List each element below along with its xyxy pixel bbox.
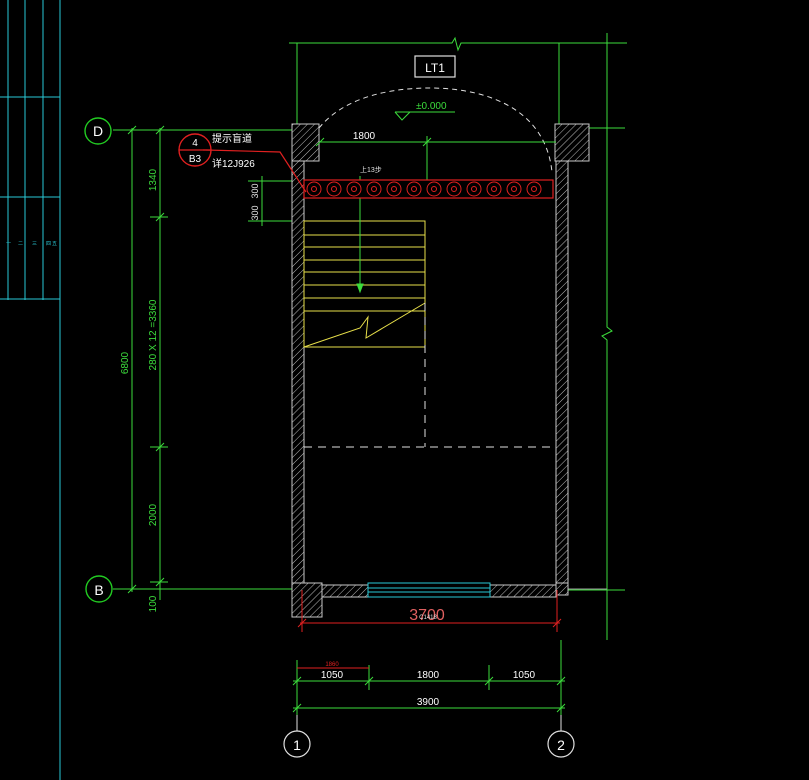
dim-inner-width: 3700 [409,607,445,624]
panel-title-box: LT1 [414,55,456,78]
tread-height-labels: 300 300 [250,183,260,220]
grid-label-b: B [94,582,103,598]
bottom-dimension-labels: 1860 1050 1800 1050 3900 [321,662,536,708]
callout-label-1: 提示盲道 [212,132,252,145]
grid-bubble-b[interactable]: B [85,575,113,603]
grid-bubble-d[interactable]: D [84,117,112,145]
panel-title: LT1 [425,61,445,75]
title-block-table [0,0,61,780]
tactile-dot [446,181,462,197]
side-label-3: 三 [32,241,37,247]
grid-bubble-2[interactable]: 2 [547,730,575,758]
side-label-1: 一 [6,241,11,247]
tactile-dot [526,181,542,197]
dim-overall-height: 6800 [120,351,131,374]
tactile-dot [506,181,522,197]
tactile-dot-center [371,186,377,192]
dim-bottom-segment: 2000 [148,503,159,526]
grid-label-d: D [93,123,103,139]
tactile-dot-center [531,186,537,192]
bottom-opening [367,582,491,598]
bottom-dimension-chain [292,640,566,730]
top-extent-line [289,36,627,128]
tactile-dot [366,181,382,197]
dim-top-width: 1800 [353,131,376,142]
tread-height-dims [248,176,300,226]
tactile-dot-center [351,186,357,192]
dim-inner-width-sub: C1418 [419,615,437,621]
dim-bottom-left-sub: 1860 [325,662,339,668]
elevation-label: ±0.000 [416,101,447,112]
side-label-2: 二 [18,241,23,247]
tactile-dot-center [331,186,337,192]
tactile-dot [346,181,362,197]
dim-bottom-middle: 1800 [417,670,440,681]
tactile-dot [326,181,342,197]
axis-lead-lines [296,715,562,731]
elevation-mark [394,111,455,121]
tactile-dot [426,181,442,197]
dim-tread-b: 300 [250,183,260,198]
tactile-dots [306,181,542,197]
tactile-dot [466,181,482,197]
left-dimension-labels: 6800 1340 280 X 12 =3360 2000 100 [120,168,159,612]
tactile-paving-strip[interactable] [303,179,554,199]
tactile-dot [386,181,402,197]
grid-label-1: 1 [293,737,301,753]
tactile-dot-center [311,186,317,192]
dim-bottom-left: 1050 [321,670,344,681]
tactile-dot [406,181,422,197]
tactile-dot [486,181,502,197]
stair-step-label: 上13步 [360,165,382,174]
side-label-5: 五 [52,241,57,247]
dim-base-offset: 100 [148,595,159,612]
title-block-labels: 一 二 三 四 五 [6,241,57,247]
dim-top-segment: 1340 [148,168,159,191]
callout-number: 4 [192,138,198,149]
tactile-dot [306,181,322,197]
left-dimension-chain [125,125,223,600]
landing-dashes [304,303,556,448]
dim-stair-run: 280 X 12 =3360 [148,299,159,370]
tactile-dot-center [411,186,417,192]
dim-tread-a: 300 [250,205,260,220]
callout-sheet: B3 [189,154,202,165]
dim-bottom-total: 3900 [417,697,440,708]
tactile-dot-center [511,186,517,192]
top-width-dim [315,136,556,181]
grid-bubble-1[interactable]: 1 [283,730,311,758]
stair-flight [303,220,426,348]
detail-callout[interactable]: 4 B3 [178,133,212,167]
tactile-dot-center [431,186,437,192]
side-label-4: 四 [46,241,51,247]
door-swing-arc [302,87,553,173]
inner-width-dim [297,590,562,632]
tactile-dot-center [451,186,457,192]
callout-label-2: 详12J926 [212,157,255,170]
tactile-dot-center [391,186,397,192]
tactile-dot-center [491,186,497,192]
dim-bottom-right: 1050 [513,670,536,681]
grid-label-2: 2 [557,737,565,753]
tactile-dot-center [471,186,477,192]
